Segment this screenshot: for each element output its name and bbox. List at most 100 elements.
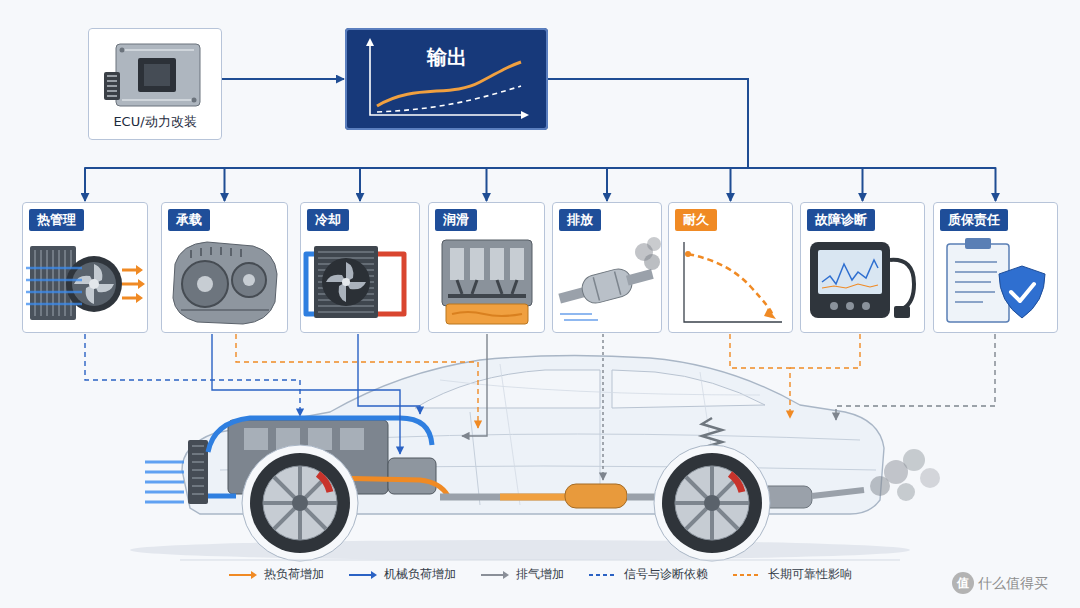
legend-text: 排气增加 <box>516 566 564 583</box>
emission-icon <box>560 314 598 320</box>
front-wheel <box>250 453 350 553</box>
leader-lines <box>730 334 790 418</box>
legend-sample <box>480 570 510 580</box>
car-illustration <box>192 446 204 494</box>
leader-lines <box>358 334 420 414</box>
cooling-icon <box>306 254 314 314</box>
cooling-icon <box>378 254 404 314</box>
diagnosis-icon <box>822 284 878 288</box>
car-illustration <box>130 540 910 560</box>
output-chart <box>377 86 521 112</box>
lubrication-icon <box>470 248 484 280</box>
flow-arrow <box>360 79 748 201</box>
ecu-icon <box>88 28 222 140</box>
front-wheel <box>263 466 337 540</box>
car-illustration <box>388 458 436 494</box>
leader-lines <box>85 334 995 480</box>
thermal-icon <box>22 202 148 333</box>
car-illustration <box>244 428 268 450</box>
lubrication-icon <box>452 312 522 316</box>
legend-text: 热负荷增加 <box>264 566 324 583</box>
car-illustration <box>920 468 940 488</box>
diagnosis-icon <box>862 302 870 310</box>
aspect-box: 冷却 <box>300 202 420 333</box>
legend-item: 机械负荷增加 <box>348 566 456 583</box>
thermal-icon <box>26 268 82 304</box>
diagnosis-icon <box>894 306 910 318</box>
rear-wheel <box>675 466 749 540</box>
ecu-icon <box>192 98 197 103</box>
thermal-icon <box>136 265 145 303</box>
legend-line <box>589 574 617 576</box>
lubrication-icon <box>510 248 524 280</box>
legend-arrowhead <box>371 571 377 579</box>
thermal-icon <box>74 264 114 304</box>
legend-line <box>733 574 761 576</box>
lubrication-icon <box>428 202 545 333</box>
car-illustration <box>897 483 915 501</box>
load-icon <box>161 202 288 333</box>
output-chart <box>345 28 548 130</box>
car-illustration <box>565 484 627 508</box>
car-illustration <box>415 370 600 408</box>
leader-lines <box>790 334 860 368</box>
car-illustration <box>340 428 364 450</box>
cooling-icon <box>300 202 420 333</box>
car-illustration <box>242 445 358 561</box>
node-label: 润滑 <box>435 209 477 231</box>
emission-icon <box>579 266 635 306</box>
lubrication-icon <box>457 280 517 294</box>
aspect-box: 承载 <box>161 202 288 333</box>
lubrication-icon <box>448 294 526 298</box>
durability-icon <box>684 242 782 322</box>
rear-wheel <box>730 474 742 492</box>
leader-lines <box>602 334 603 480</box>
warranty-icon <box>955 262 997 302</box>
durability-icon <box>685 251 691 257</box>
legend-text: 长期可靠性影响 <box>768 566 852 583</box>
emission-icon <box>626 269 654 285</box>
leader-lines <box>236 334 478 428</box>
ecu-icon <box>144 64 170 86</box>
leader-lines <box>462 334 487 436</box>
load-icon <box>182 261 228 307</box>
warranty-icon <box>933 202 1058 333</box>
cooling-icon <box>318 252 374 312</box>
front-wheel <box>318 474 330 492</box>
thermal-icon <box>35 250 71 316</box>
lubrication-icon <box>442 240 532 306</box>
cooling-icon <box>322 258 370 306</box>
output-chart <box>345 28 548 130</box>
lubrication-icon <box>446 304 528 324</box>
car-illustration <box>440 494 565 501</box>
lubrication-icon <box>428 202 545 333</box>
legend-sample <box>228 570 258 580</box>
ecu-icon <box>122 50 194 100</box>
legend-sample <box>732 570 762 580</box>
flow-arrow <box>225 79 749 201</box>
legend-item: 信号与诊断依赖 <box>588 566 708 583</box>
leader-lines <box>85 334 300 416</box>
flow-arrow <box>85 79 748 201</box>
ecu-icon <box>116 44 200 106</box>
legend-line <box>229 574 252 576</box>
car-illustration <box>208 418 432 452</box>
car-illustration <box>208 494 236 499</box>
rear-wheel <box>662 453 762 553</box>
watermark-logo <box>952 572 974 594</box>
ecu-icon <box>138 58 176 92</box>
node-label: 质保责任 <box>940 209 1008 231</box>
diagnosis-icon <box>830 302 838 310</box>
ecu-icon <box>107 76 117 96</box>
diagnosis-icon <box>810 242 890 318</box>
warranty-icon <box>999 266 1045 318</box>
car-illustration <box>188 440 208 504</box>
aspect-box: 质保责任 <box>933 202 1058 333</box>
emission-icon <box>556 260 656 312</box>
lubrication-icon <box>490 248 504 280</box>
load-icon <box>161 202 288 333</box>
node-label: 输出 <box>427 44 467 128</box>
load-icon <box>181 309 269 311</box>
legend-item: 长期可靠性影响 <box>732 566 852 583</box>
